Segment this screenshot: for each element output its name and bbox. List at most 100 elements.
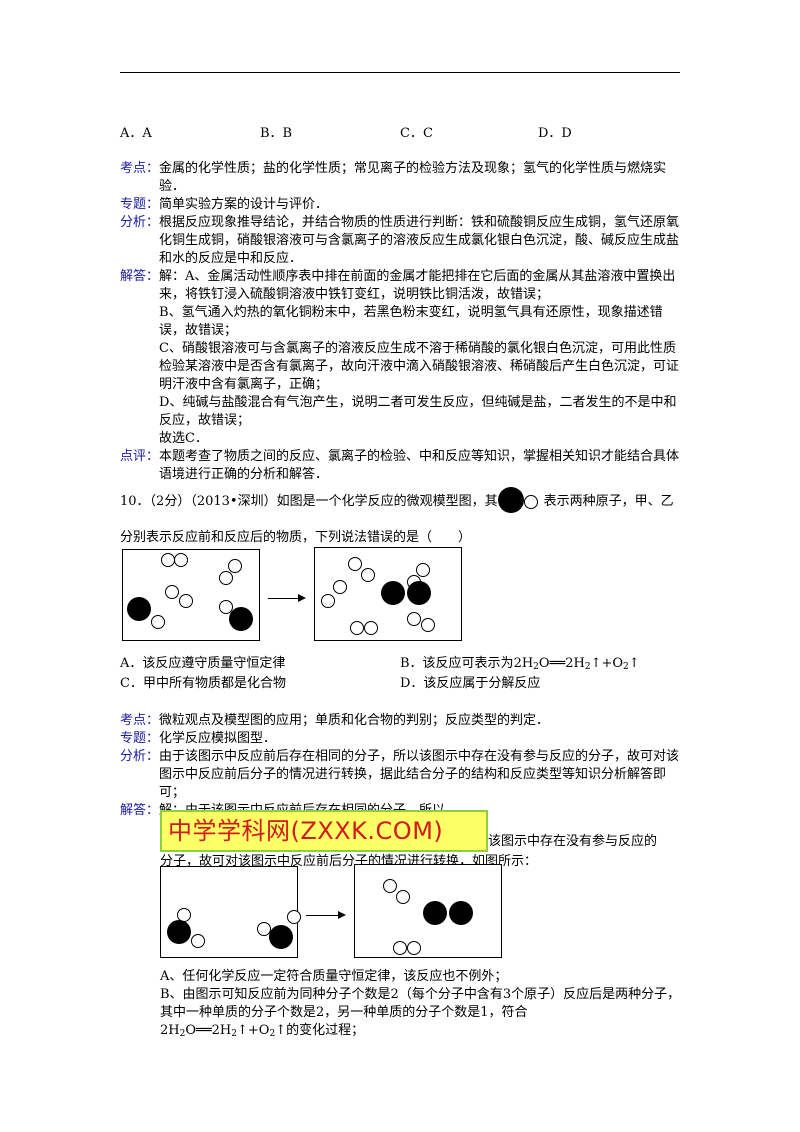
q10-fenxi: 分析： 由于该图示中反应前后存在相同的分子，所以该图示中存在没有参与反应的分子，… — [120, 748, 685, 802]
formula-part: ↑ — [628, 656, 640, 671]
jieda-line-b: B、氢气通入灼热的氧化铜粉末中，若黑色粉末变红，说明氢气具有还原性，现象描述错误… — [159, 305, 663, 338]
black-atom-icon — [497, 487, 524, 513]
kaodian-text: 微粒观点及模型图的应用；单质和化合物的判别；反应类型的判定． — [159, 713, 550, 728]
q10-analysis-continued: A、任何化学反应一定符合质量守恒定律，该反应也不例外； B、由图示可知反应前为同… — [160, 968, 685, 1043]
q9-option-b: B．B — [260, 126, 293, 141]
white-atom-icon — [179, 594, 193, 608]
q10-jieda-line2: 该图示中存在没有参与反应的 — [488, 834, 658, 849]
zhuanti-text: 化学反应模拟图型． — [159, 731, 277, 746]
white-atom-icon — [321, 594, 335, 608]
white-atom-icon — [383, 879, 397, 893]
formula-part: O══2H — [185, 1023, 232, 1038]
top-rule — [120, 72, 680, 73]
white-atom-icon — [523, 495, 538, 509]
black-atom-icon — [381, 581, 405, 605]
atom-legend — [497, 487, 544, 513]
q9-kaodian: 考点： 金属的化学性质；盐的化学性质；常见离子的检验方法及现象；氢气的化学性质与… — [120, 160, 685, 196]
white-atom-icon — [219, 571, 233, 585]
q9-explanation: 考点： 金属的化学性质；盐的化学性质；常见离子的检验方法及现象；氢气的化学性质与… — [120, 160, 685, 484]
formula-part: 2H — [513, 656, 534, 671]
q10-option-b: B．该反应可表示为2H2O══2H2↑+O2↑ — [400, 652, 640, 672]
formula-sub: 2 — [584, 662, 591, 672]
black-atom-icon — [167, 920, 191, 944]
analysis-formula-line: 2H2O══2H2↑+O2↑的变化过程； — [160, 1022, 685, 1043]
formula-sub: 2 — [179, 1029, 186, 1039]
q10-option-b-text: B．该反应可表示为 — [400, 656, 514, 671]
kaodian-label: 考点： — [120, 161, 160, 176]
q10-stem-part2: 表示两种原子，甲、乙 — [543, 494, 674, 509]
analysis-line-a: A、任何化学反应一定符合质量守恒定律，该反应也不例外； — [160, 969, 508, 984]
white-atom-icon — [393, 941, 407, 955]
jieda-line-answer: 故选C． — [159, 431, 208, 446]
formula-sub: 2 — [269, 1029, 276, 1039]
formula-sub: 2 — [623, 662, 629, 672]
fenxi-label: 分析： — [120, 215, 160, 230]
white-atom-icon — [333, 580, 347, 594]
kaodian-label: 考点： — [120, 713, 160, 728]
black-atom-icon — [127, 597, 151, 621]
reactant-box — [122, 549, 260, 641]
black-atom-icon — [269, 925, 293, 949]
white-atom-icon — [348, 557, 362, 571]
q10-stem-line2: 分别表示反应前和反应后的物质，下列说法错误的是（ ） — [120, 530, 472, 545]
formula-part: O══2H — [538, 656, 585, 671]
q10-stem-part1: 10．（2分）（2013•深圳）如图是一个化学反应的微观模型图，其 — [120, 494, 498, 509]
black-atom-icon — [423, 901, 447, 925]
q10-explanation: 考点： 微粒观点及模型图的应用；单质和化合物的判别；反应类型的判定． 专题： 化… — [120, 712, 685, 820]
formula-part: ↑+O — [590, 656, 624, 671]
kaodian-text: 金属的化学性质；盐的化学性质；常见离子的检验方法及现象；氢气的化学性质与燃烧实验… — [159, 161, 667, 194]
watermark-text: 中学学科网(ZXXK.COM) — [162, 812, 486, 850]
white-atom-icon — [174, 553, 188, 567]
q10-option-a: A．该反应遵守质量守恒定律 — [120, 656, 286, 671]
q9-jieda: 解答： 解：A、金属活动性顺序表中排在前面的金属才能把排在它后面的金属从其盐溶液… — [120, 268, 685, 448]
fenxi-text: 根据反应现象推导结论，并结合物质的性质进行判断：铁和硫酸铜反应生成铜，氢气还原氧… — [159, 215, 680, 266]
q9-fenxi: 分析： 根据反应现象推导结论，并结合物质的性质进行判断：铁和硫酸铜反应生成铜，氢… — [120, 214, 685, 268]
converted-reactant-box — [160, 866, 301, 958]
q9-option-d: D．D — [538, 126, 572, 141]
q9-dianping: 点评： 本题考查了物质之间的反应、氯离子的检验、中和反应等知识，掌握相关知识才能… — [120, 448, 685, 484]
q9-option-a: A．A — [120, 126, 152, 141]
fenxi-label: 分析： — [120, 749, 160, 764]
formula-sub: 2 — [231, 1029, 237, 1039]
black-atom-icon — [229, 607, 253, 631]
white-atom-icon — [364, 621, 378, 635]
white-atom-icon — [219, 600, 233, 614]
white-atom-icon — [407, 941, 421, 955]
zxxk-watermark: 中学学科网(ZXXK.COM) — [160, 810, 488, 852]
reaction-arrow — [268, 594, 306, 602]
formula-part: ↑+O — [237, 1023, 270, 1038]
white-atom-icon — [361, 568, 375, 582]
q9-option-c: C．C — [400, 126, 433, 141]
zhuanti-label: 专题： — [120, 731, 160, 746]
product-box — [314, 547, 462, 641]
q10-stem-line1: 10．（2分）（2013•深圳）如图是一个化学反应的微观模型图，其 表示两种原子，… — [120, 487, 674, 513]
zhuanti-label: 专题： — [120, 197, 160, 212]
white-atom-icon — [416, 563, 430, 577]
q10-zhuanti: 专题： 化学反应模拟图型． — [120, 730, 685, 748]
white-atom-icon — [161, 553, 175, 567]
formula-part: 2H — [160, 1023, 180, 1038]
fenxi-text: 由于该图示中反应前后存在相同的分子，所以该图示中存在没有参与反应的分子，故可对该… — [159, 749, 680, 800]
q10-option-d: D．该反应属于分解反应 — [400, 676, 541, 691]
jieda-label: 解答： — [120, 269, 160, 284]
white-atom-icon — [350, 621, 364, 635]
black-atom-icon — [449, 901, 473, 925]
white-atom-icon — [228, 559, 242, 573]
q10-kaodian: 考点： 微粒观点及模型图的应用；单质和化合物的判别；反应类型的判定． — [120, 712, 685, 730]
black-atom-icon — [407, 581, 431, 605]
white-atom-icon — [287, 910, 301, 924]
q10-option-c: C．甲中所有物质都是化合物 — [120, 676, 286, 691]
converted-reaction-arrow — [306, 911, 346, 919]
white-atom-icon — [165, 585, 179, 599]
jieda-line-d: D、纯碱与盐酸混合有气泡产生，说明二者可发生反应，但纯碱是盐，二者发生的不是中和… — [159, 395, 677, 428]
white-atom-icon — [421, 618, 435, 632]
zhuanti-text: 简单实验方案的设计与评价． — [159, 197, 329, 212]
white-atom-icon — [396, 890, 410, 904]
dianping-label: 点评： — [120, 449, 160, 464]
formula-part: ↑的变化过程； — [275, 1023, 365, 1038]
jieda-line-a: 解：A、金属活动性顺序表中排在前面的金属才能把排在它后面的金属从其盐溶液中置换出… — [159, 269, 676, 302]
white-atom-icon — [191, 934, 205, 948]
jieda-line-c: C、硝酸银溶液可与含氯离子的溶液反应生成不溶于稀硝酸的氯化银白色沉淀，可用此性质… — [159, 341, 680, 392]
formula-sub: 2 — [533, 662, 539, 672]
jieda-label: 解答： — [120, 803, 160, 818]
